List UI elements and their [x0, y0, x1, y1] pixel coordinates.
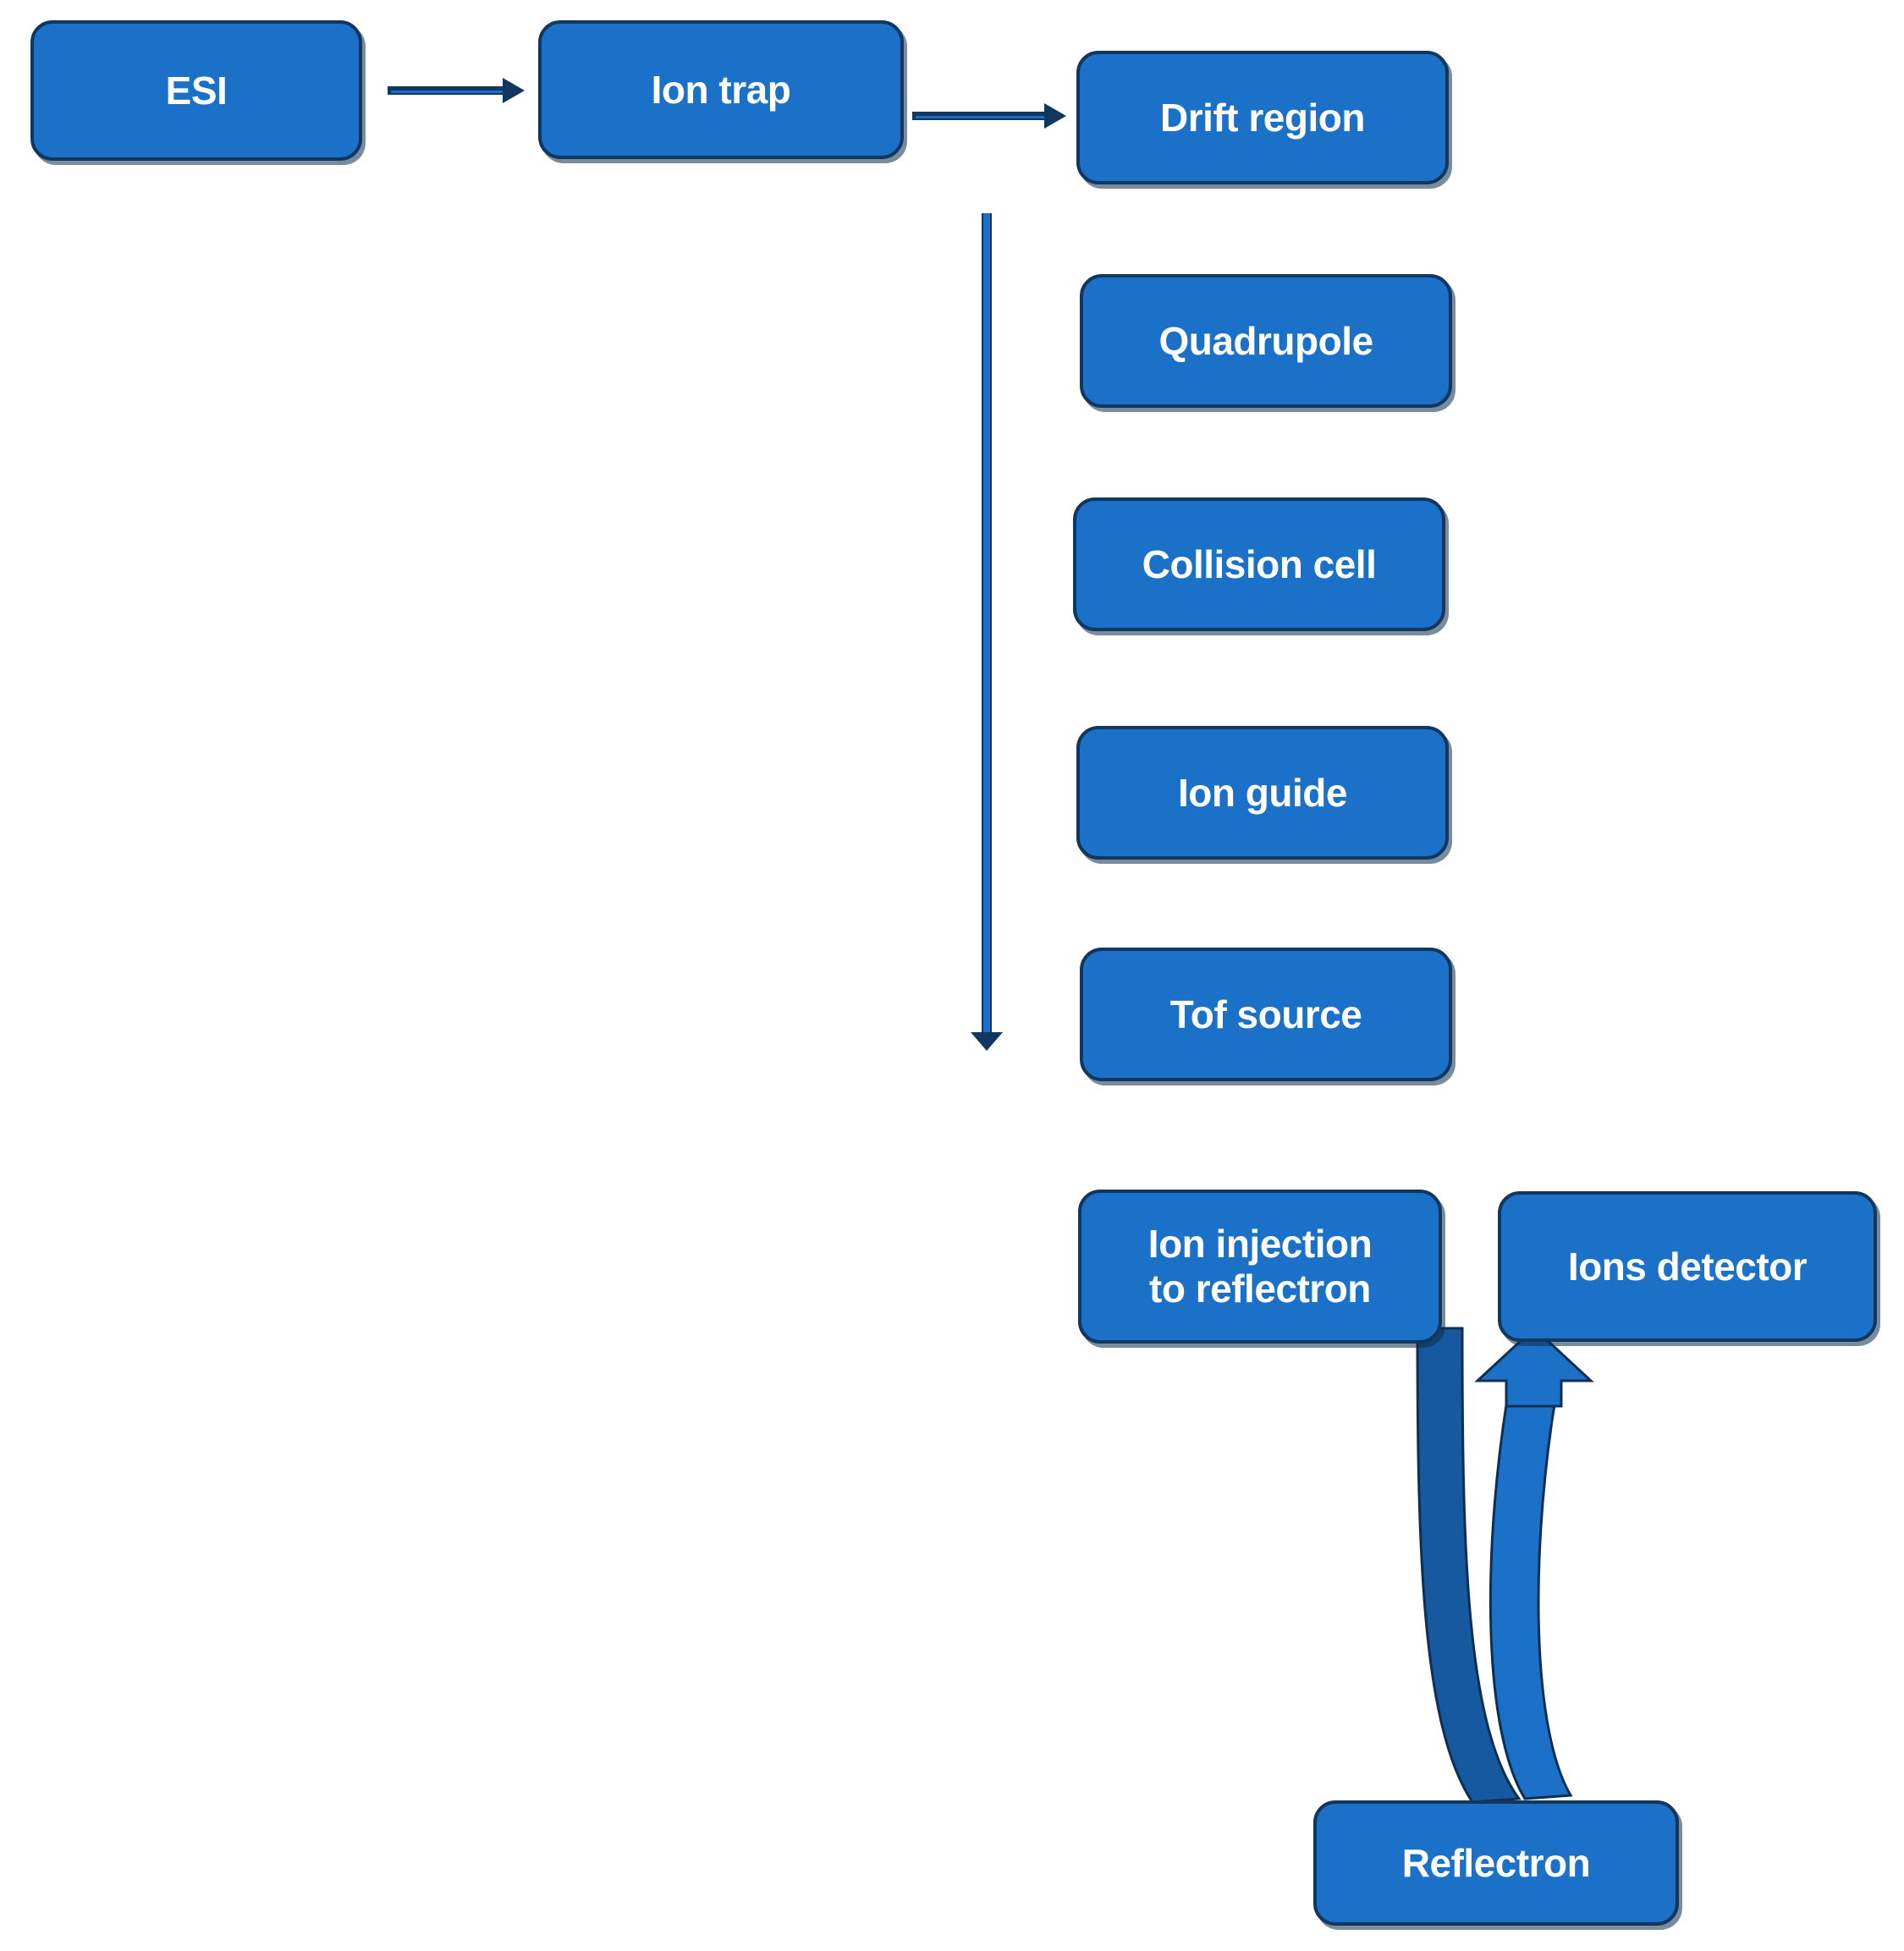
node-quadrupole-label: Quadrupole [1158, 318, 1373, 363]
node-ion-injection-to-reflectron[interactable]: Ion injection to reflectron [1078, 1190, 1442, 1344]
node-quadrupole[interactable]: Quadrupole [1080, 274, 1452, 408]
arrow-head-down-icon [971, 1032, 1003, 1051]
node-reflectron-label: Reflectron [1401, 1840, 1591, 1885]
arrow-ion-trap-to-drift-region [912, 103, 1066, 129]
arrow-head-up-icon [1474, 1326, 1594, 1408]
arrow-esi-to-ion-trap [388, 78, 525, 103]
node-collision-cell[interactable]: Collision cell [1073, 497, 1445, 631]
node-ion-trap-label: Ion trap [651, 67, 791, 112]
node-ion-guide-label: Ion guide [1178, 770, 1347, 815]
node-drift-region-label: Drift region [1160, 95, 1365, 140]
arrow-shaft [388, 86, 506, 95]
path-reflectron-up-to-detector [1489, 1377, 1573, 1800]
arrow-shaft [912, 112, 1048, 120]
arrow-head-right-icon [1044, 103, 1066, 129]
node-ions-detector-label: Ions detector [1567, 1244, 1808, 1289]
node-drift-region[interactable]: Drift region [1076, 51, 1449, 184]
node-reflectron[interactable]: Reflectron [1313, 1800, 1679, 1926]
arrow-head-right-icon [503, 78, 525, 103]
node-ion-injection-label: Ion injection to reflectron [1147, 1222, 1373, 1311]
node-esi[interactable]: ESI [30, 20, 362, 161]
node-ion-trap[interactable]: Ion trap [538, 20, 904, 159]
arrow-shaft [982, 213, 992, 1036]
reflectron-ion-path [1416, 1326, 1594, 1804]
arrow-drift-region-to-tof-source [971, 213, 1003, 1051]
node-esi-label: ESI [165, 68, 228, 113]
path-injection-down-to-reflectron [1416, 1327, 1522, 1804]
node-ions-detector[interactable]: Ions detector [1498, 1191, 1877, 1342]
node-tof-source[interactable]: Tof source [1080, 948, 1452, 1081]
node-ion-guide[interactable]: Ion guide [1076, 726, 1449, 860]
node-collision-cell-label: Collision cell [1142, 541, 1377, 586]
node-tof-source-label: Tof source [1169, 992, 1362, 1036]
